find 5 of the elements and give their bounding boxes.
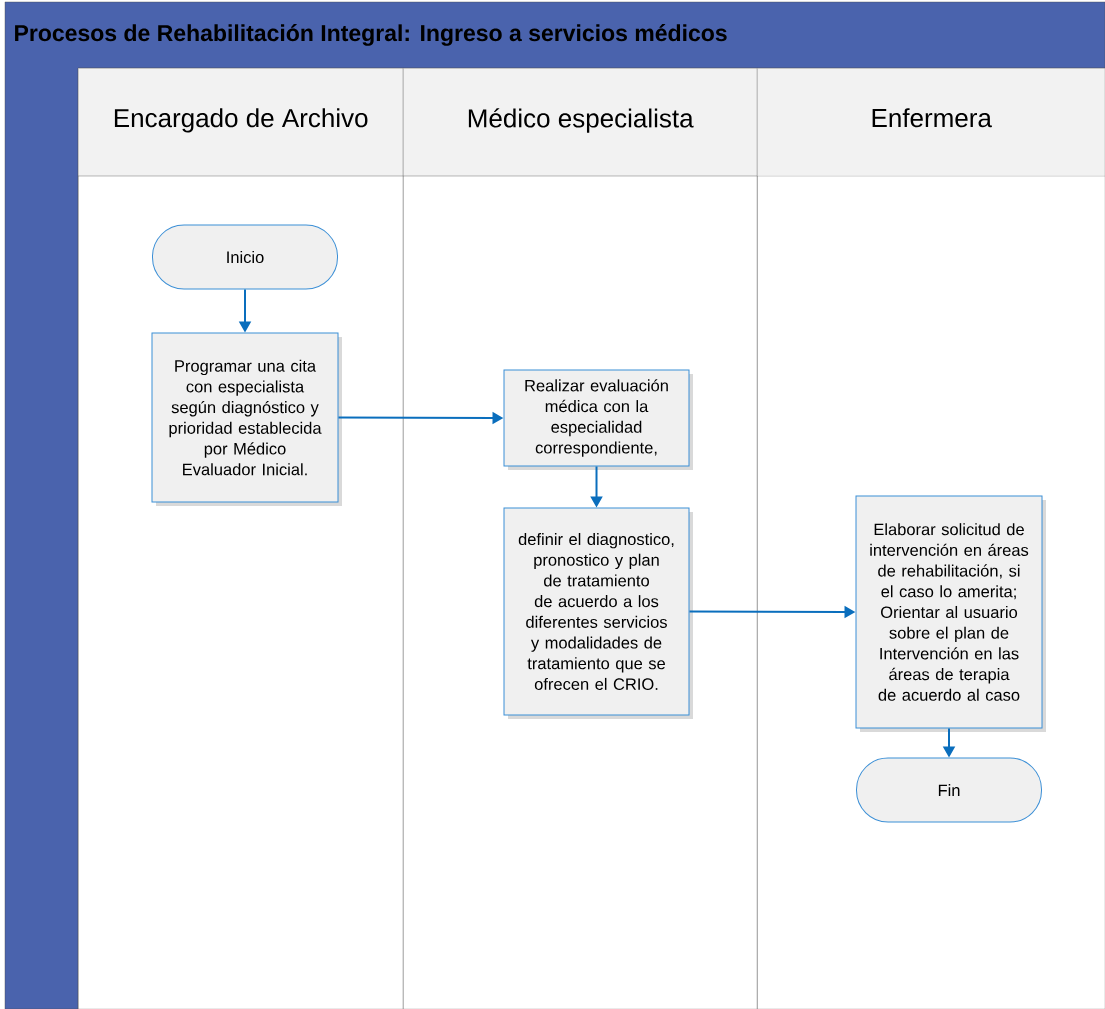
process-box: definir el diagnostico, pronostico y plan de tratamiento de acuerdo a los diferentes servicios y modalidades de tratamiento que se ofrecen el CRIO.: [503, 507, 693, 719]
process-box: Realizar evaluación médica con la especialidad correspondiente,: [503, 369, 693, 470]
title: Procesos de Rehabilitación Integral: Ingreso a servicios médicos: [15, 24, 727, 46]
process-box: Elaborar solicitud de intervención en áreas de rehabilitación, si el caso lo amerita; Orientar al usuario sobre el plan de Intervención en las áreas de terapia de acuerdo al caso: [855, 495, 1046, 732]
process-box: Programar una cita con especialista según diagnóstico y prioridad establecida por Médico Evaluador Inicial.: [151, 332, 342, 506]
